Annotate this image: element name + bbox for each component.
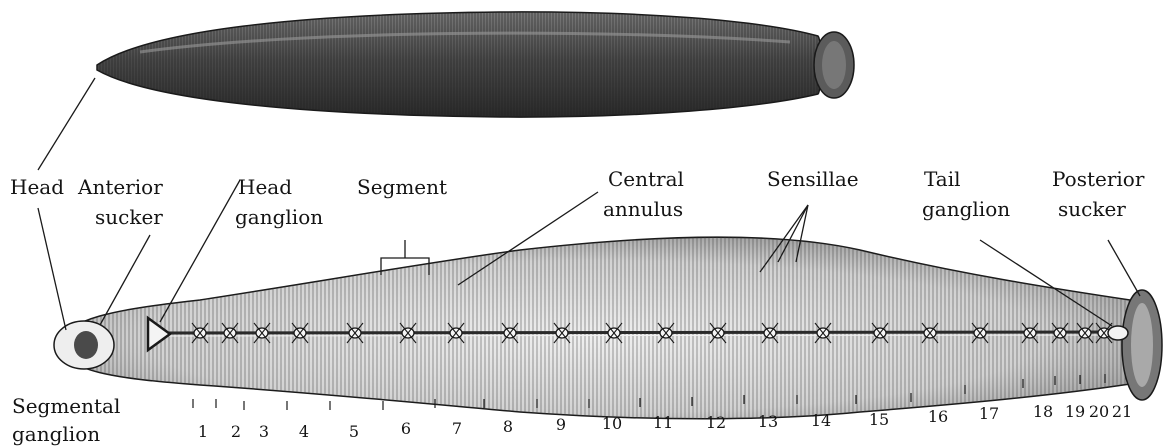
- segment-number: 15: [869, 410, 889, 429]
- segment-number: 7: [452, 419, 462, 438]
- segment-number: 16: [928, 407, 948, 426]
- ventral-leech-illustration: [54, 237, 1162, 419]
- label-anterior-sucker-line1: Anterior: [77, 175, 163, 199]
- segment-number: 5: [349, 422, 359, 441]
- segment-number: 1: [198, 422, 208, 441]
- segment-number: 19: [1065, 402, 1085, 421]
- label-central-annulus-line2: annulus: [603, 197, 683, 221]
- label-posterior-sucker-line1: Posterior: [1052, 167, 1145, 191]
- segment-number: 9: [556, 415, 566, 434]
- segment-number: 18: [1033, 402, 1053, 421]
- label-tail-ganglion-line2: ganglion: [922, 197, 1010, 221]
- head-leader-top: [38, 78, 95, 170]
- label-head-ganglion-line1: Head: [238, 175, 292, 199]
- label-segmental-ganglion-line2: ganglion: [12, 422, 100, 446]
- head-leader-bottom: [38, 208, 66, 330]
- label-segment: Segment: [357, 175, 447, 199]
- segment-number: 8: [503, 417, 513, 436]
- segment-number: 2: [231, 422, 241, 441]
- segment-number: 21: [1112, 402, 1132, 421]
- segment-number: 12: [706, 413, 726, 432]
- segment-number: 4: [299, 422, 309, 441]
- segment-number: 20: [1089, 402, 1109, 421]
- segment-number: 3: [259, 422, 269, 441]
- dorsal-leech-illustration: [97, 12, 854, 117]
- label-head-ganglion-line2: ganglion: [235, 205, 323, 229]
- segment-number: 11: [653, 413, 673, 432]
- posterior-sucker-leader: [1108, 240, 1140, 296]
- label-tail-ganglion-line1: Tail: [924, 167, 961, 191]
- label-central-annulus-line1: Central: [608, 167, 684, 191]
- label-segmental-ganglion-line1: Segmental: [12, 394, 120, 418]
- segment-number: 10: [602, 414, 622, 433]
- label-anterior-sucker-line2: sucker: [95, 205, 163, 229]
- label-sensillae: Sensillae: [767, 167, 859, 191]
- segment-number: 6: [401, 419, 411, 438]
- segment-number: 13: [758, 412, 778, 431]
- label-head: Head: [10, 175, 64, 199]
- segment-number: 17: [979, 404, 999, 423]
- label-posterior-sucker-line2: sucker: [1058, 197, 1126, 221]
- segment-number: 14: [811, 411, 831, 430]
- tail-ganglion-shape: [1108, 326, 1128, 340]
